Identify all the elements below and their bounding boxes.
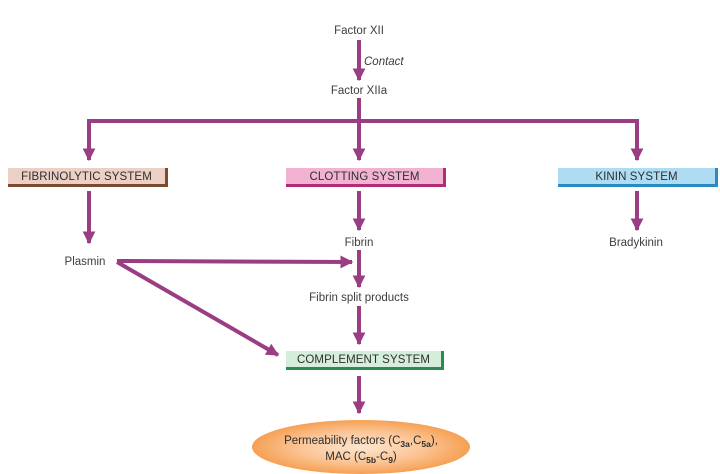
text: ,C <box>409 435 422 447</box>
text: Permeability factors (C <box>284 435 401 447</box>
permeability-line-1: Permeability factors (C3a,C5a), <box>252 433 470 449</box>
arrow-plasmin-to-complement <box>115 260 280 357</box>
node-bradykinin: Bradykinin <box>609 237 663 249</box>
node-fibrin: Fibrin <box>344 237 374 249</box>
arrow-plasmin-to-fibrin <box>116 255 354 269</box>
node-fibrin-split-products: Fibrin split products <box>309 292 409 304</box>
node-factor-xii: Factor XII <box>334 25 384 37</box>
text: MAC (C <box>325 451 367 463</box>
subscript: 9 <box>388 455 393 465</box>
node-permeability-factors: Permeability factors (C3a,C5a), MAC (C5b… <box>252 433 470 465</box>
subscript: 5b <box>366 455 377 465</box>
node-permeability-factors-ellipse <box>252 420 470 474</box>
node-clotting-system: CLOTTING SYSTEM <box>286 168 446 187</box>
node-fibrinolytic-system: FIBRINOLYTIC SYSTEM <box>8 168 168 187</box>
text: ) <box>392 451 397 463</box>
subscript: 3a <box>400 439 410 449</box>
node-plasmin: Plasmin <box>64 256 106 268</box>
text: -C <box>376 451 389 463</box>
subscript: 5a <box>421 439 431 449</box>
node-complement-system: COMPLEMENT SYSTEM <box>286 351 444 370</box>
node-factor-xiia: Factor XIIa <box>330 85 388 97</box>
edge-label-contact: Contact <box>364 56 404 68</box>
node-kinin-system: KININ SYSTEM <box>558 168 718 187</box>
permeability-line-2: MAC (C5b-C9) <box>252 449 470 465</box>
text: ), <box>430 435 438 447</box>
